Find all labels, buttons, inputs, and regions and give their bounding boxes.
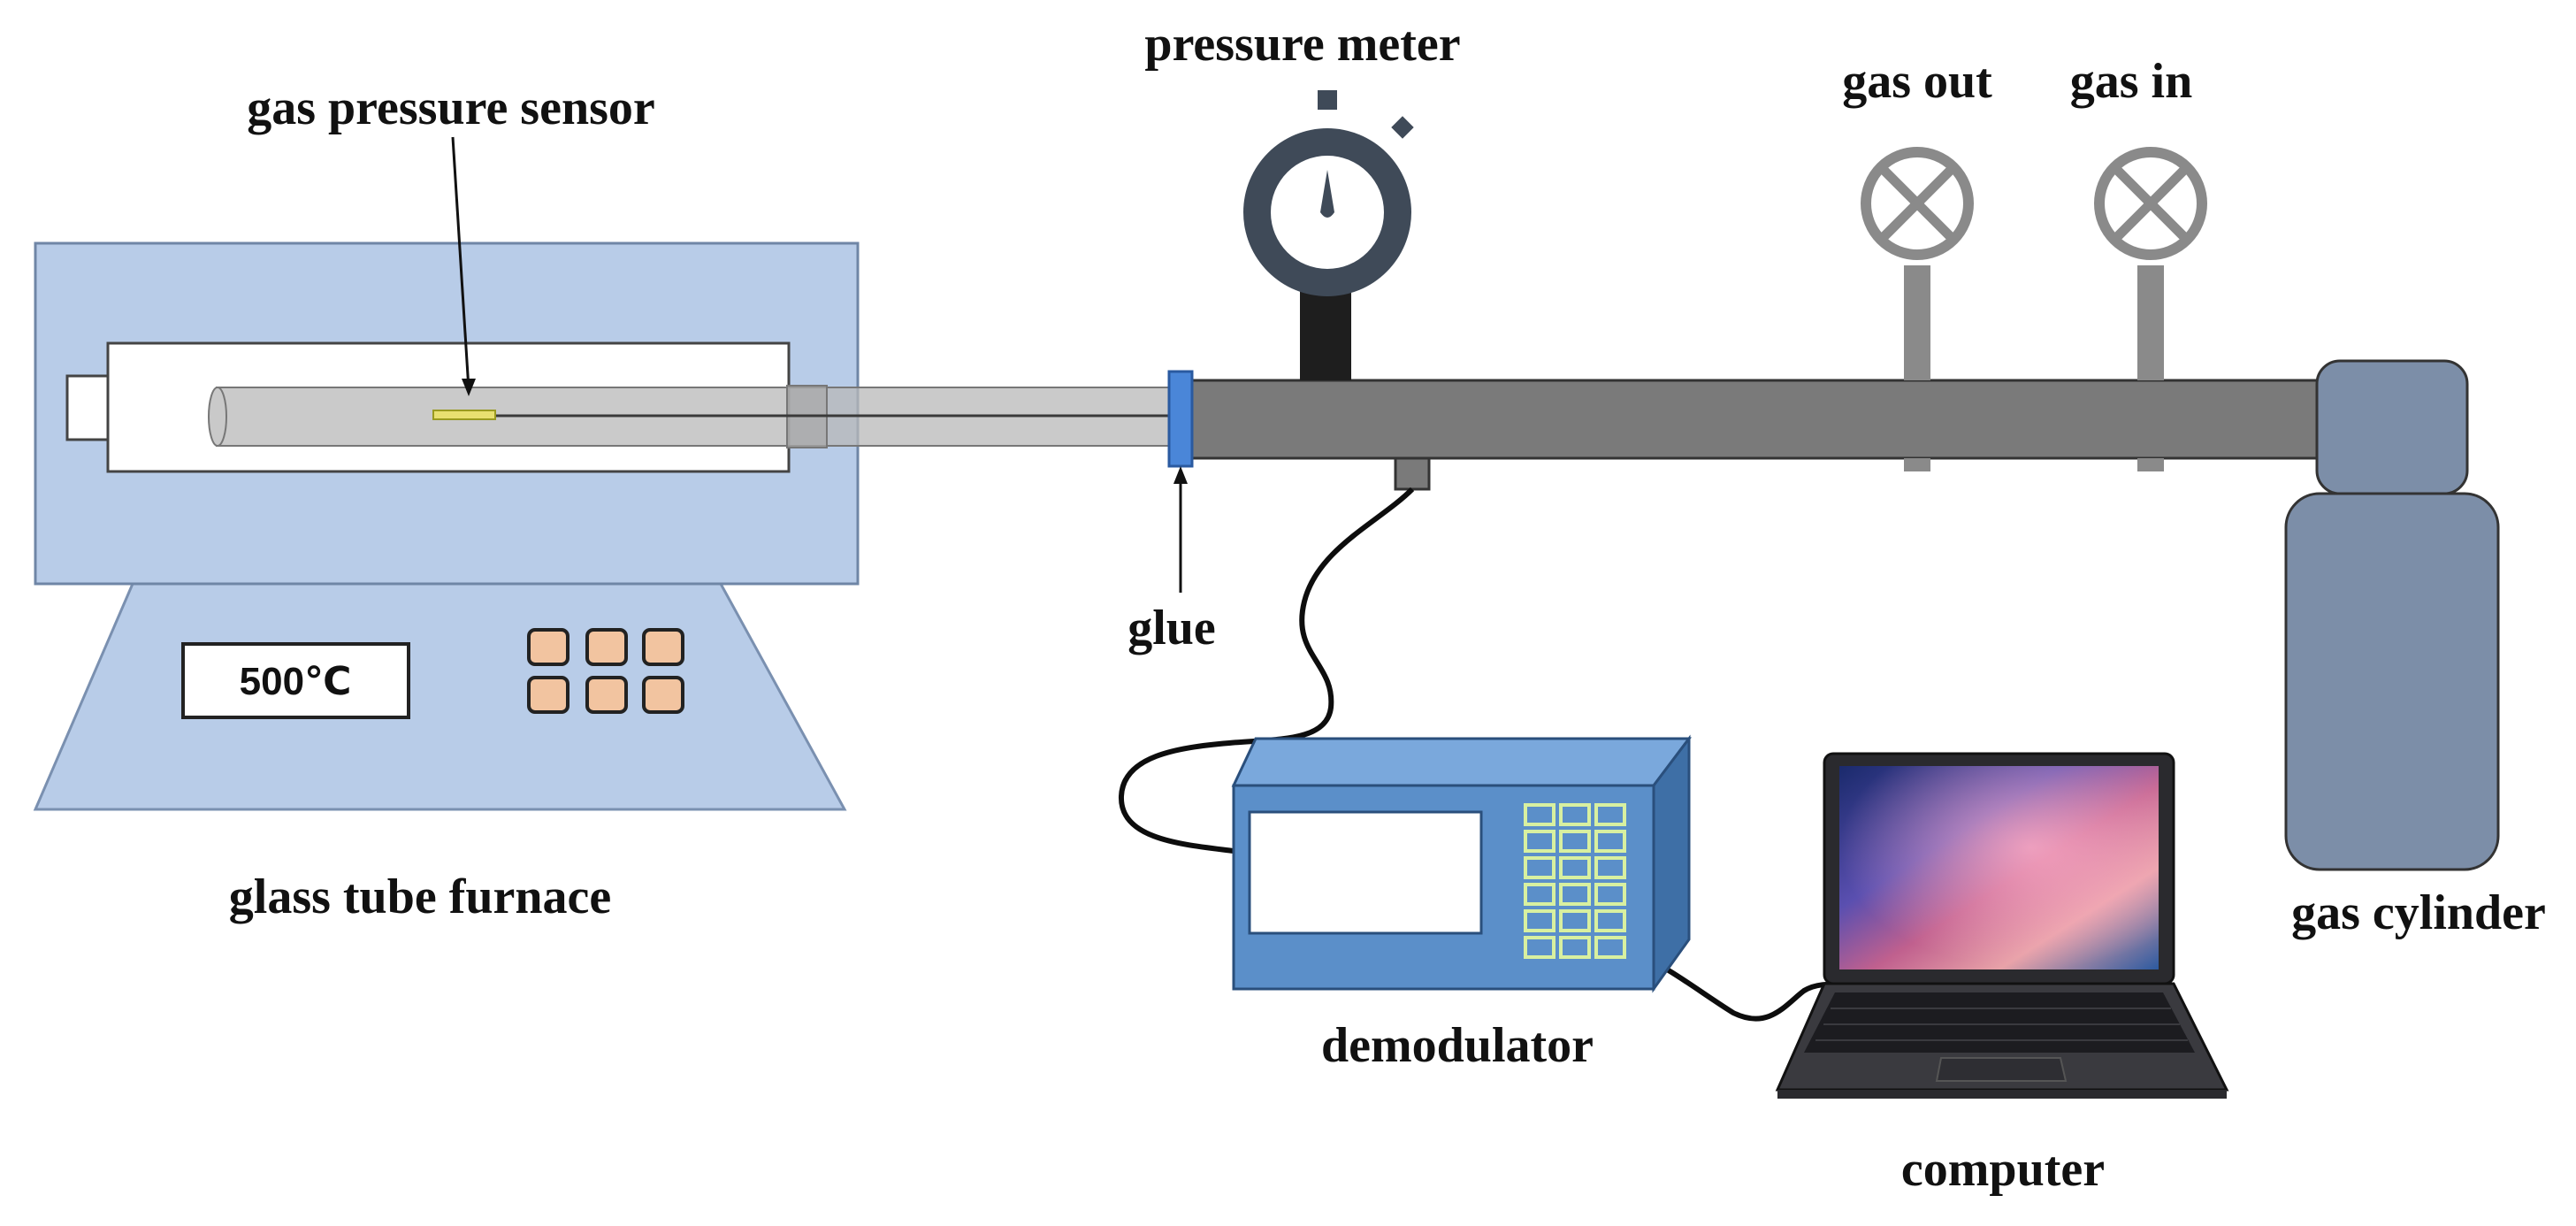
laptop-icon — [1775, 752, 2229, 1099]
label-demodulator: demodulator — [1321, 1018, 1594, 1073]
label-computer: computer — [1901, 1142, 2105, 1197]
valve-icon — [2094, 147, 2207, 260]
label-pressure-meter: pressure meter — [1144, 17, 1460, 72]
sensor-leader-arrow — [451, 136, 476, 396]
demodulator-keypad — [1524, 803, 1626, 959]
glass-tube — [208, 385, 1181, 448]
label-gas-out: gas out — [1842, 54, 1992, 109]
temperature-value: 500℃ — [240, 660, 352, 703]
main-pipe — [1188, 379, 2332, 460]
demodulator-screen — [1248, 810, 1483, 935]
furnace-keypad — [527, 628, 684, 714]
gas-out-valve — [1861, 147, 1974, 471]
demodulator-top — [1231, 737, 1693, 787]
label-gas-cylinder: gas cylinder — [2291, 885, 2546, 940]
valve-icon — [1861, 147, 1974, 260]
gas-pressure-sensor — [432, 410, 496, 420]
label-glue: glue — [1127, 601, 1216, 655]
gas-cylinder — [2284, 359, 2500, 871]
gas-in-valve — [2094, 147, 2207, 471]
chamber-plug — [65, 374, 110, 441]
label-glass-tube-furnace: glass tube furnace — [229, 870, 611, 924]
label-gas-pressure-sensor: gas pressure sensor — [247, 80, 655, 135]
glue-leader-arrow — [1173, 466, 1188, 593]
label-gas-in: gas in — [2070, 54, 2193, 109]
pressure-meter — [1243, 90, 1414, 380]
fiber-port — [1394, 456, 1431, 491]
fiber-cable — [1118, 487, 1415, 854]
temperature-display — [181, 642, 410, 719]
furnace-base — [33, 582, 847, 811]
glass-tube-furnace: 500℃ — [33, 241, 860, 811]
glue-seal — [1167, 370, 1194, 468]
demodulator — [1231, 734, 1693, 993]
